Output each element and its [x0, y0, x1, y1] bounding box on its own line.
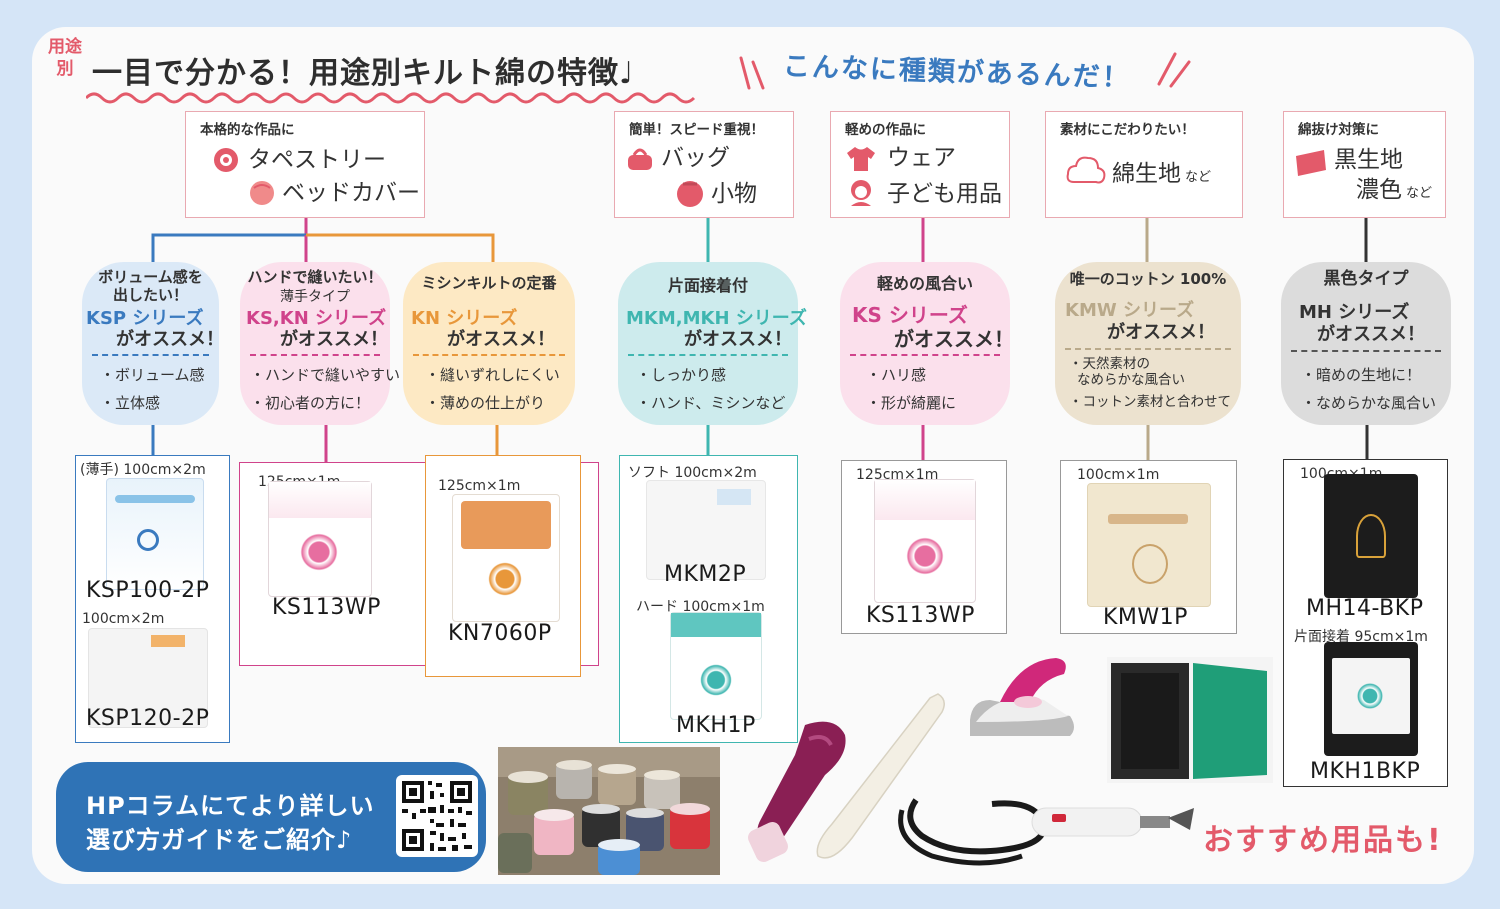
product-kmw1p: 100cm×1m KMW1P	[1060, 460, 1237, 634]
product-package	[1324, 474, 1418, 598]
qr-code-icon	[402, 781, 472, 851]
bedcover-icon	[250, 181, 274, 205]
product-package	[452, 494, 560, 622]
bubble-mh: 黒色タイプ MH シリーズ がオススメ！ ・暗めの生地に！ ・なめらかな風合い	[1281, 262, 1451, 425]
category-item: 濃色など	[1356, 177, 1433, 203]
emphasis-lines-left-icon	[739, 56, 765, 90]
product-package	[1087, 483, 1211, 607]
product-group-mk: ソフト 100cm×2m MKM2P ハード 100cm×1m MKH1P	[619, 455, 798, 743]
catch-phrase: こんなに種類があるんだ！	[735, 40, 1195, 102]
ironing-mat-photo	[1107, 657, 1273, 783]
product-name: KN7060P	[448, 621, 552, 646]
bubble-kmw: 唯一のコットン 100% KMW シリーズ がオススメ！ ・天然素材の なめらか…	[1055, 262, 1241, 425]
hera-roller-photo	[748, 721, 846, 862]
bubble-mkm-mkh: 片面接着付 MKM,MKH シリーズ がオススメ！ ・しっかり感 ・ハンド、ミシ…	[618, 262, 807, 425]
category-item: ウェア	[887, 145, 956, 171]
product-name: MH14-BKP	[1306, 596, 1424, 621]
product-name: KMW1P	[1103, 605, 1188, 630]
product-group-mh: 100cm×1m MH14-BKP 片面接着 95cm×1m MKH1BKP	[1283, 459, 1448, 787]
category-cotton: 素材にこだわりたい！ 綿生地など	[1045, 111, 1243, 218]
product-group-ksp: (薄手) 100cm×2m KSP100-2P 100cm×2m KSP120-…	[75, 455, 230, 743]
product-name: MKH1P	[676, 713, 756, 738]
thread-spools-photo	[498, 747, 720, 875]
category-heading: 簡単！スピード重視！	[629, 122, 764, 138]
category-item: 小物	[711, 181, 757, 207]
wavy-underline	[86, 92, 696, 104]
bubble-ks: 軽めの風合い KS シリーズ がオススメ！ ・ハリ感 ・形が綺麗に	[840, 262, 1014, 425]
page-title: 一目で分かる！用途別キルト綿の特徴♩	[92, 56, 635, 91]
pouch-icon	[677, 181, 703, 207]
title-tag: 用途別	[48, 37, 82, 79]
shirt-icon	[847, 147, 875, 171]
cloud-icon	[1066, 156, 1106, 184]
product-name: MKH1BKP	[1310, 759, 1421, 784]
product-package	[106, 478, 204, 590]
fabric-icon	[1296, 150, 1326, 176]
category-item: 綿生地など	[1112, 161, 1212, 187]
category-item: 子ども用品	[887, 181, 1002, 207]
product-name: MKM2P	[664, 562, 747, 587]
product-ks113wp: 125cm×1m KS113WP	[841, 460, 1007, 634]
category-heading: 軽めの作品に	[845, 122, 926, 138]
category-tapestry: 本格的な作品に タペストリー ベッドカバー	[185, 111, 425, 218]
category-bag: 簡単！スピード重視！ バッグ 小物	[614, 111, 794, 218]
category-item: タペストリー	[248, 147, 386, 173]
product-package	[268, 481, 372, 597]
product-name: KS113WP	[272, 595, 381, 620]
product-name: KSP100-2P	[86, 578, 210, 603]
category-item: ベッドカバー	[282, 180, 420, 206]
category-wear: 軽めの作品に ウェア 子ども用品	[830, 111, 1010, 218]
hp-column-banner[interactable]: HPコラムにてより詳しい 選び方ガイドをご紹介♪	[56, 762, 486, 872]
category-heading: 素材にこだわりたい！	[1060, 122, 1195, 138]
soldering-iron-photo	[898, 798, 1194, 866]
product-package	[1324, 642, 1418, 756]
qr-code[interactable]	[396, 775, 478, 857]
product-package	[670, 612, 762, 720]
category-heading: 本格的な作品に	[200, 122, 295, 138]
product-name: KSP120-2P	[86, 706, 210, 731]
category-heading: 綿抜け対策に	[1298, 122, 1379, 138]
bubble-ksp: ボリューム感を 出したい！ KSP シリーズ がオススメ！ ・ボリューム感 ・立…	[82, 262, 224, 425]
tapestry-icon	[214, 148, 238, 172]
mini-iron-photo	[970, 658, 1074, 736]
recommended-goods-label: おすすめ用品も!	[1203, 823, 1443, 858]
product-package	[88, 628, 208, 728]
bubble-kn: ミシンキルトの定番 KN シリーズ がオススメ！ ・縫いずれしにくい ・薄めの仕…	[403, 262, 575, 425]
product-kn7060p: 125cm×1m KN7060P	[425, 455, 581, 677]
child-icon	[851, 180, 871, 206]
emphasis-lines-right-icon	[1157, 52, 1191, 88]
product-name: KS113WP	[866, 603, 975, 628]
hera-spatula-photo	[816, 693, 945, 859]
category-item: 黒生地	[1334, 147, 1403, 173]
product-package	[646, 480, 766, 580]
bag-icon	[628, 148, 652, 170]
category-dark: 綿抜け対策に 黒生地 濃色など	[1283, 111, 1446, 218]
bubble-ks-kn: ハンドで縫いたい！ 薄手タイプ KS,KN シリーズ がオススメ！ ・ハンドで縫…	[240, 262, 400, 425]
category-item: バッグ	[661, 145, 730, 171]
product-package	[874, 479, 976, 603]
